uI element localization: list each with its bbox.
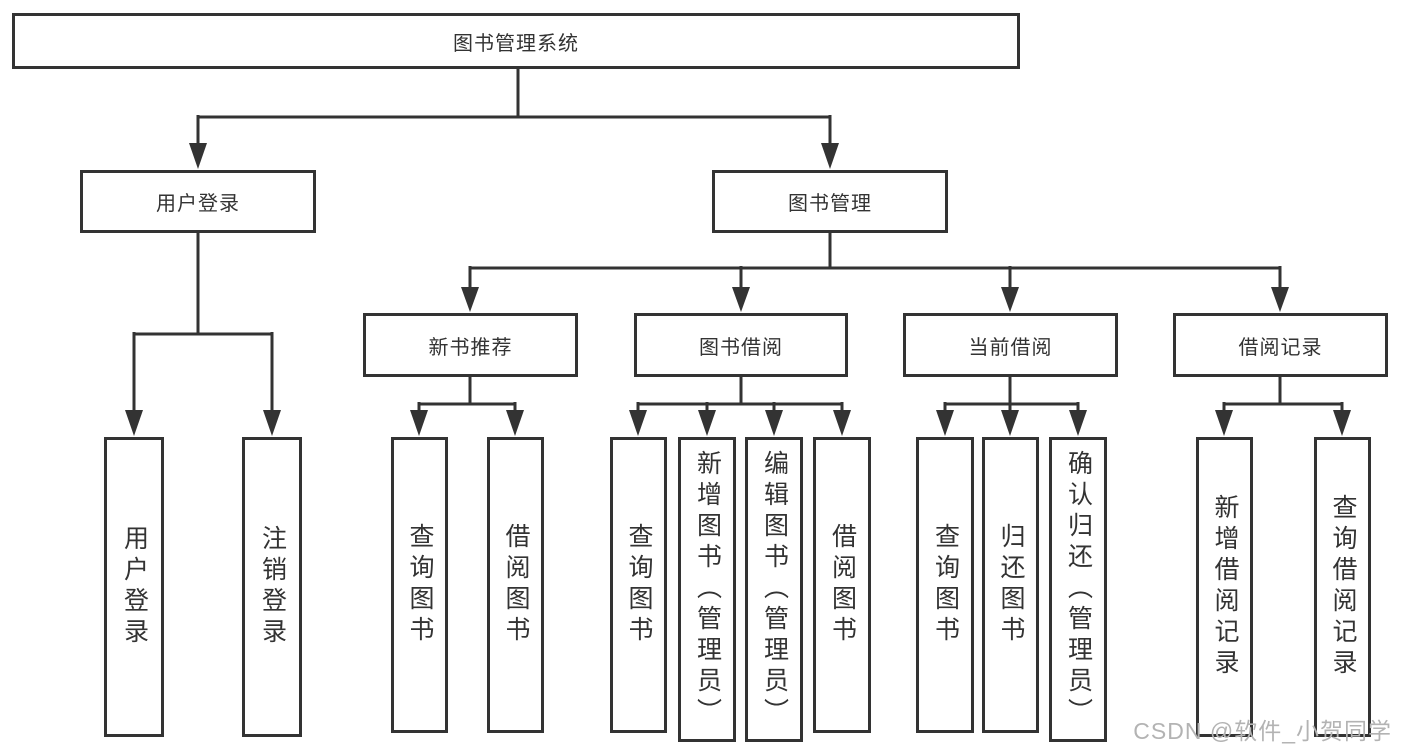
node-user-login-leaf: 用户登录 (104, 437, 164, 737)
node-new-book-recommend: 新书推荐 (363, 313, 578, 377)
csdn-watermark: CSDN @软件_小贺同学 (1133, 718, 1392, 744)
connector-bookmgmt-to-level3 (461, 233, 1289, 312)
node-borrow-books-leaf: 借阅图书 (813, 437, 871, 733)
node-user-login: 用户登录 (80, 170, 316, 233)
connector-recommend-to-leaves (410, 377, 524, 436)
node-add-books-admin: 新增图书（管理员） (678, 437, 736, 742)
node-query-books-borrowing: 查询图书 (610, 437, 667, 733)
node-query-books-recommend: 查询图书 (391, 437, 448, 733)
node-book-management: 图书管理 (712, 170, 948, 233)
node-query-borrow-record: 查询借阅记录 (1314, 437, 1371, 737)
connector-root-to-level2 (189, 68, 839, 169)
node-add-borrow-record: 新增借阅记录 (1196, 437, 1253, 737)
node-root-system: 图书管理系统 (12, 13, 1020, 69)
node-book-borrowing: 图书借阅 (634, 313, 848, 377)
node-borrow-books-recommend: 借阅图书 (487, 437, 544, 733)
connector-current-to-leaves (936, 377, 1087, 436)
node-borrowing-records: 借阅记录 (1173, 313, 1388, 377)
node-return-books: 归还图书 (982, 437, 1039, 733)
node-current-borrowing: 当前借阅 (903, 313, 1118, 377)
node-logout-leaf: 注销登录 (242, 437, 302, 737)
node-query-books-current: 查询图书 (916, 437, 974, 733)
node-confirm-return-admin: 确认归还（管理员） (1049, 437, 1107, 742)
node-edit-books-admin: 编辑图书（管理员） (745, 437, 803, 742)
connector-records-to-leaves (1215, 377, 1351, 436)
connector-userlogin-to-leaves (125, 233, 281, 436)
connector-borrowing-to-leaves (629, 377, 851, 436)
